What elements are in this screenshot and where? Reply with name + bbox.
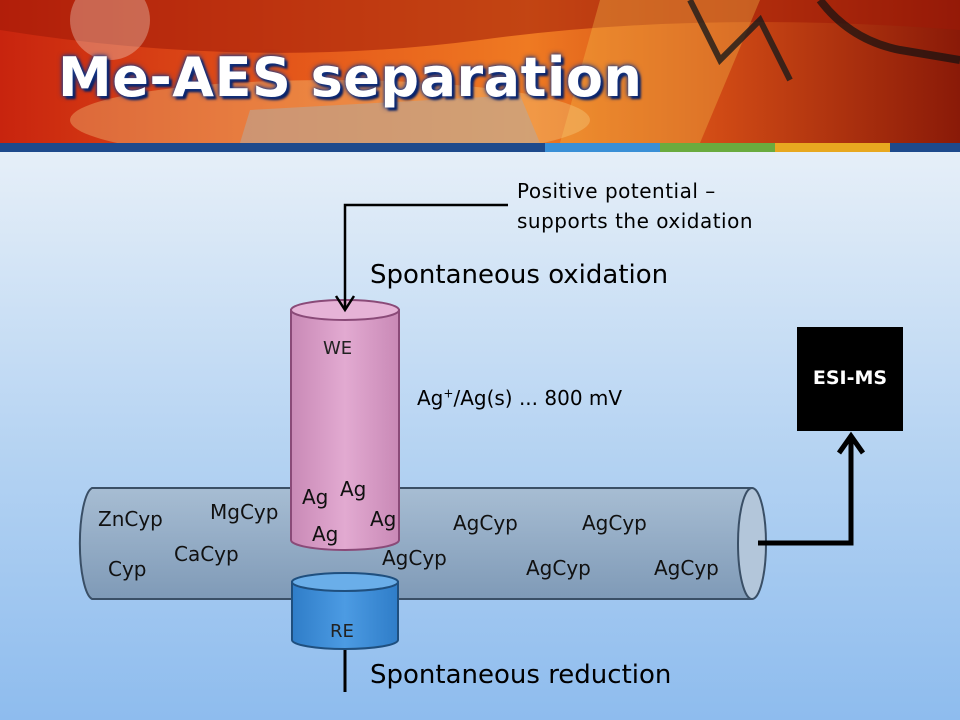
- esi-ms-detector: ESI-MS: [797, 327, 903, 431]
- species-agcyp: AgCyp: [382, 546, 447, 570]
- species-agcyp: AgCyp: [453, 511, 518, 535]
- potential-annotation-line2: supports the oxidation: [517, 209, 754, 233]
- species-zncyp: ZnCyp: [98, 507, 163, 531]
- esi-ms-label: ESI-MS: [812, 367, 888, 389]
- stripe-segment: [660, 143, 775, 152]
- flow-arrow-to-detector: [758, 431, 866, 546]
- slide-title: Me-AES separation: [58, 46, 643, 109]
- oxidation-label: Spontaneous oxidation: [370, 260, 669, 290]
- reduction-label: Spontaneous reduction: [370, 660, 672, 690]
- species-mgcyp: MgCyp: [210, 500, 279, 524]
- stripe-segment: [545, 143, 660, 152]
- species-ag: Ag: [370, 507, 397, 531]
- potential-arrow: [334, 203, 508, 313]
- species-agcyp: AgCyp: [582, 511, 647, 535]
- species-ag: Ag: [312, 522, 339, 546]
- potential-annotation: Positive potential – supports the oxidat…: [517, 176, 753, 236]
- species-ag: Ag: [302, 485, 329, 509]
- redox-couple-label: Ag+/Ag(s) ... 800 mV: [417, 386, 622, 410]
- species-agcyp: AgCyp: [526, 556, 591, 580]
- redox-couple-charge: +: [443, 386, 454, 401]
- potential-annotation-line1: Positive potential –: [517, 179, 716, 203]
- species-ag: Ag: [340, 477, 367, 501]
- reference-electrode: [291, 572, 399, 650]
- capillary-tube: [78, 487, 767, 600]
- we-label: WE: [323, 338, 353, 359]
- species-cyp: Cyp: [108, 557, 147, 581]
- header-background-art: [0, 0, 960, 143]
- header-stripe: [0, 143, 960, 152]
- redox-couple-rest: /Ag(s) ... 800 mV: [453, 386, 623, 410]
- slide-content: [0, 152, 960, 720]
- stripe-segment: [0, 143, 545, 152]
- species-cacyp: CaCyp: [174, 542, 239, 566]
- slide-header: Me-AES separation: [0, 0, 960, 143]
- stripe-segment: [775, 143, 890, 152]
- species-agcyp: AgCyp: [654, 556, 719, 580]
- redox-couple-main: Ag: [417, 386, 444, 410]
- stripe-segment: [890, 143, 960, 152]
- re-label: RE: [330, 621, 354, 642]
